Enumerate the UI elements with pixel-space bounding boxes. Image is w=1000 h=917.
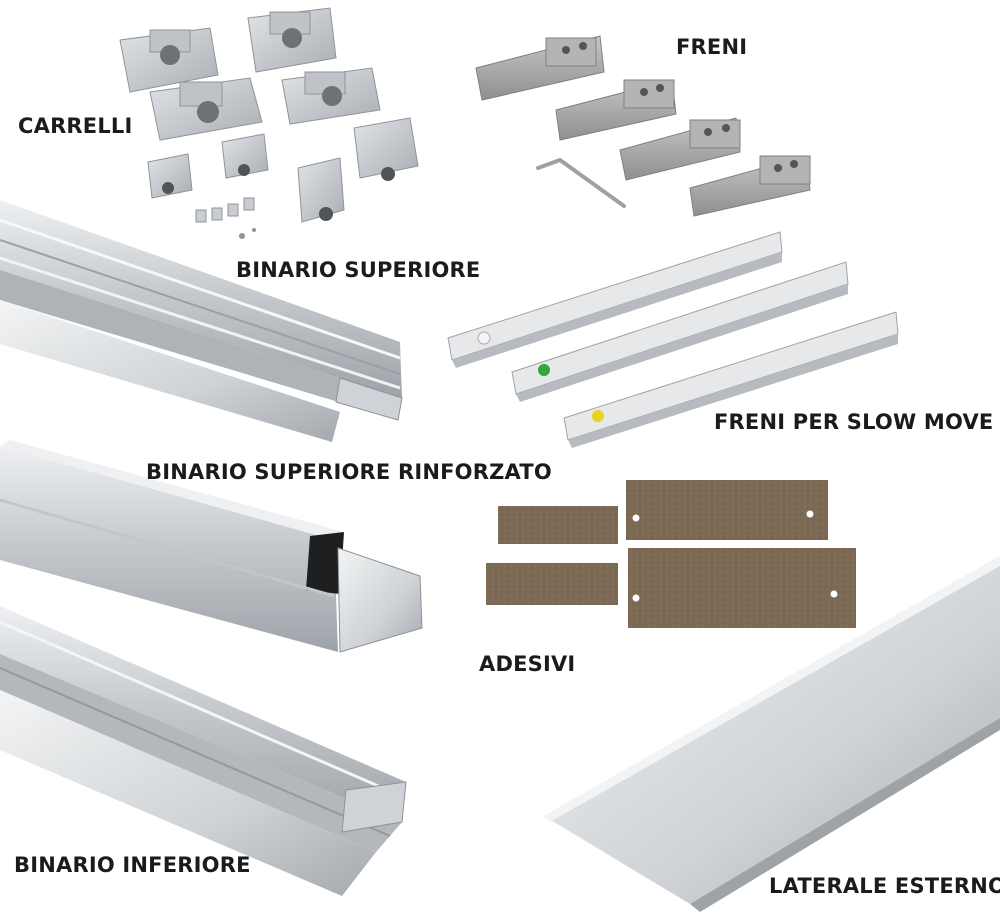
bracket-small-2 bbox=[221, 133, 269, 179]
brake-4 bbox=[689, 155, 811, 217]
carriage-2 bbox=[247, 7, 337, 73]
felt-pad-1 bbox=[498, 506, 618, 544]
label-adesivi: ADESIVI bbox=[479, 652, 576, 676]
slow-move-brake-1 bbox=[447, 231, 783, 368]
label-laterale-esterno: LATERALE ESTERNO bbox=[769, 874, 1000, 898]
slow-move-brake-2 bbox=[511, 261, 849, 402]
felt-pad-4 bbox=[628, 548, 856, 628]
label-freni-slow-move: FRENI PER SLOW MOVE bbox=[714, 410, 994, 434]
yellow-dot bbox=[592, 410, 604, 422]
felt-pad-2 bbox=[486, 563, 618, 605]
green-dot bbox=[538, 364, 550, 376]
felt-pad-3 bbox=[626, 480, 828, 540]
carriage-1 bbox=[119, 27, 219, 93]
external-side-profile bbox=[544, 556, 1000, 912]
label-binario-inferiore: BINARIO INFERIORE bbox=[14, 853, 251, 877]
small-parts bbox=[195, 197, 256, 239]
slow-move-brake-3 bbox=[563, 311, 899, 448]
brake-1 bbox=[475, 35, 605, 101]
bracket-large-1 bbox=[297, 157, 345, 223]
upper-rail bbox=[0, 200, 403, 442]
label-carrelli: CARRELLI bbox=[18, 114, 133, 138]
label-binario-superiore: BINARIO SUPERIORE bbox=[236, 258, 481, 282]
brakes-group bbox=[475, 35, 811, 217]
adhesive-pads-group bbox=[486, 480, 856, 628]
carriage-3 bbox=[149, 77, 263, 141]
bracket-large-2 bbox=[353, 117, 419, 181]
slow-move-brakes-group bbox=[447, 231, 899, 448]
carriages-group bbox=[119, 7, 419, 239]
white-dot bbox=[477, 331, 491, 345]
carriage-4 bbox=[281, 67, 381, 125]
brake-3 bbox=[619, 117, 741, 181]
brake-2 bbox=[555, 79, 677, 141]
reinforced-upper-rail bbox=[0, 440, 423, 653]
lower-rail bbox=[0, 606, 407, 896]
hex-key bbox=[536, 157, 626, 208]
label-freni: FRENI bbox=[676, 35, 748, 59]
bracket-small-1 bbox=[147, 153, 193, 199]
label-binario-superiore-rinforzato: BINARIO SUPERIORE RINFORZATO bbox=[146, 460, 552, 484]
